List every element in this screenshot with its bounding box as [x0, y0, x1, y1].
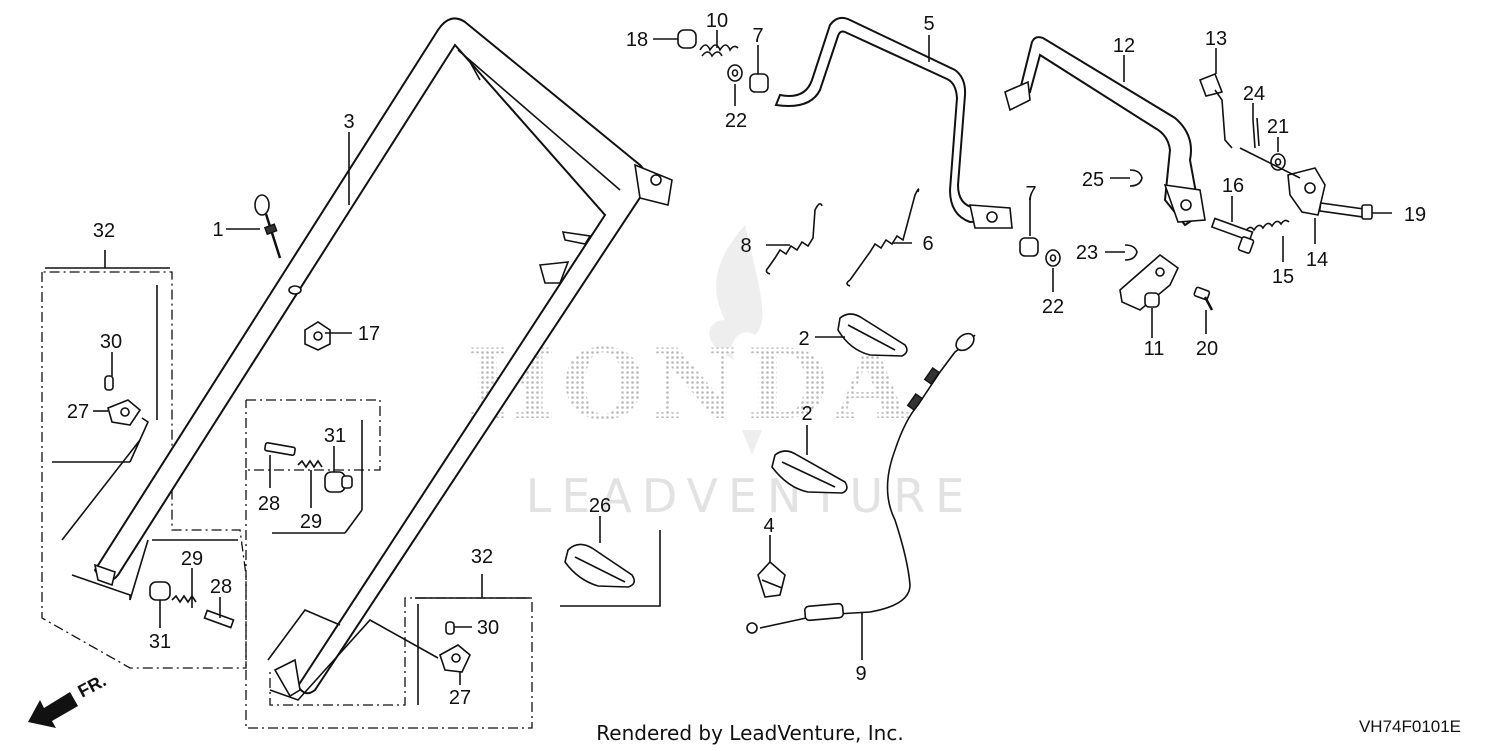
part-17-nut: [304, 321, 331, 351]
part-24-pin: [1252, 117, 1260, 149]
part-30-pin-right: [445, 621, 455, 635]
callout-7-upper: 7: [752, 25, 763, 47]
callout-25: 25: [1082, 169, 1104, 191]
callout-26: 26: [589, 495, 611, 517]
front-arrow-icon: [28, 692, 78, 728]
part-30-pin-left: [104, 375, 114, 391]
part-8-spring: [765, 202, 823, 275]
part-6-spring: [846, 188, 920, 287]
part-15-spring: [1244, 219, 1290, 233]
callout-31-center: 31: [324, 425, 346, 447]
box-detail-lines: [52, 285, 439, 705]
part-7-bushing-lower: [1019, 237, 1039, 257]
callout-19: 19: [1404, 204, 1426, 226]
callout-8: 8: [740, 235, 751, 257]
watermark-subtitle: LEADVENTURE: [526, 469, 975, 523]
part-20-bolt: [1193, 286, 1214, 311]
callout-28-center: 28: [258, 493, 280, 515]
callout-22-lower: 22: [1042, 296, 1064, 318]
part-31-knob-left: [149, 581, 171, 601]
callout-2-lower: 2: [801, 403, 812, 425]
part-26-grip: [564, 543, 636, 588]
rendered-by-credit: Rendered by LeadVenture, Inc.: [596, 721, 903, 745]
part-7-bushing-upper: [749, 73, 769, 93]
callout-32-right: 32: [471, 546, 493, 568]
part-25-clip: [1129, 169, 1143, 187]
part-16-bolt: [1210, 217, 1255, 254]
callout-29-left: 29: [181, 548, 203, 570]
callout-15: 15: [1272, 266, 1294, 288]
callout-7-lower: 7: [1025, 183, 1036, 205]
part-14-cam: [1239, 147, 1326, 216]
part-11-plate: [1119, 253, 1180, 311]
callout-16: 16: [1222, 175, 1244, 197]
callout-9: 9: [855, 663, 866, 685]
callout-30-left: 30: [100, 331, 122, 353]
callout-23: 23: [1076, 242, 1098, 264]
part-4-clamp: [757, 560, 786, 598]
callout-3: 3: [343, 111, 354, 133]
callout-5: 5: [923, 13, 934, 35]
callout-24: 24: [1243, 83, 1265, 105]
front-direction-indicator: FR.: [28, 670, 109, 728]
part-13-rod: [1198, 72, 1233, 149]
part-27-cap-left: [107, 399, 142, 426]
part-22-washer-upper: [727, 64, 743, 82]
callout-labels: 1 2 2 3 4 5 6 7 7 8 9 10 11 12 13 14 15 …: [67, 10, 1426, 709]
callout-30-right: 30: [477, 617, 499, 639]
part-28-bolt-left: [203, 609, 235, 629]
part-19-bolt: [1318, 202, 1373, 220]
callout-29-center: 29: [300, 511, 322, 533]
part-18-collar: [677, 29, 697, 49]
part-9-cable: [746, 332, 976, 634]
callout-21: 21: [1267, 116, 1289, 138]
callout-14: 14: [1306, 249, 1328, 271]
callout-6: 6: [922, 233, 933, 255]
part-31-knob-center: [324, 471, 353, 493]
callout-20: 20: [1196, 338, 1218, 360]
part-2-grip-upper: [837, 313, 908, 357]
group-box-left: [41, 250, 247, 669]
callout-11: 11: [1144, 338, 1165, 360]
diagram-code: VH74F0101E: [1359, 717, 1461, 736]
watermark: HONDA LEADVENTURE: [465, 225, 975, 523]
part-23-clip: [1124, 244, 1138, 261]
callout-18: 18: [626, 29, 648, 51]
callout-12: 12: [1113, 35, 1135, 57]
callout-17: 17: [358, 323, 380, 345]
callout-4: 4: [763, 515, 774, 537]
part-27-cap-right: [439, 644, 471, 673]
flame-logo-icon: [709, 225, 763, 455]
callout-31-left: 31: [149, 631, 171, 653]
callout-13: 13: [1205, 28, 1227, 50]
main-handle: [93, 17, 673, 698]
callout-27-right: 27: [449, 687, 471, 709]
part-10-spring: [699, 44, 739, 58]
leader-lines: [93, 30, 1392, 685]
callout-10: 10: [706, 10, 728, 32]
part-29-spring-center: [297, 459, 323, 469]
callout-27-left: 27: [67, 401, 89, 423]
callout-1: 1: [212, 219, 223, 241]
callout-28-left: 28: [210, 576, 232, 598]
group-box-lower-center: [245, 399, 661, 729]
front-direction-label: FR.: [74, 670, 109, 701]
part-28-bolt-center: [264, 441, 296, 457]
part-22-washer-lower: [1045, 249, 1061, 267]
part-12-brake-lever: [1004, 36, 1206, 227]
part-1-eyebolt: [254, 194, 282, 259]
part-2-grip-lower: [771, 450, 848, 494]
part-5-control-lever: [774, 16, 1013, 229]
callout-2-upper: 2: [798, 328, 809, 350]
callout-32-left: 32: [93, 220, 115, 242]
callout-22-upper: 22: [725, 110, 747, 132]
